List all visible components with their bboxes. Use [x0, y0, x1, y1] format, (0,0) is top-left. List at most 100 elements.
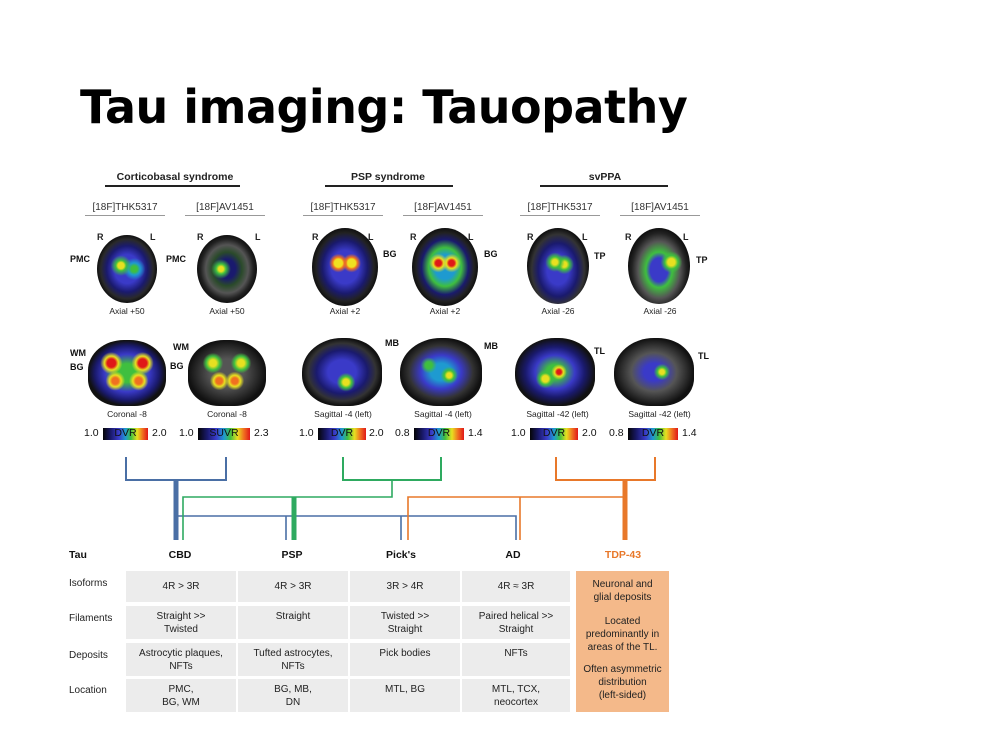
sagittal-brain-scan [515, 338, 595, 406]
tdp43-cell: Neuronal and glial deposits Located pred… [576, 571, 669, 712]
table-cell: BG, MB,DN [238, 679, 348, 712]
orientation-left-label: L [150, 232, 156, 242]
annotation-mb: MB [385, 338, 399, 348]
colorbar-label: SUVR [209, 427, 239, 439]
annotation-bg: BG [170, 361, 184, 371]
colorbar-min: 0.8 [395, 427, 410, 439]
table-cell: MTL, BG [350, 679, 460, 712]
colorbar-min: 1.0 [511, 427, 526, 439]
tracer-label: [18F]AV1451 [631, 202, 689, 213]
colorbar-label: DVR [330, 427, 354, 439]
group-label-corticobasal: Corticobasal syndrome [116, 171, 234, 183]
annotation-bg: BG [383, 249, 397, 259]
colorbar-label: DVR [114, 427, 137, 439]
table-cell: Astrocytic plaques,NFTs [126, 643, 236, 676]
column-header-tdp43: TDP-43 [604, 549, 642, 561]
table-cell: Paired helical >>Straight [462, 606, 570, 639]
table-cell: MTL, TCX,neocortex [462, 679, 570, 712]
colorbar-min: 1.0 [299, 427, 314, 439]
table-cell: Straight [238, 606, 348, 639]
colorbar [628, 428, 678, 440]
group-underline [105, 185, 240, 187]
colorbar [318, 428, 366, 440]
table-cell: Twisted >>Straight [350, 606, 460, 639]
axial-brain-scan [527, 228, 589, 304]
group-label-svppa: svPPA [588, 171, 622, 183]
colorbar-label: DVR [427, 427, 451, 439]
orientation-right-label: R [312, 232, 319, 242]
colorbar-max: 2.0 [582, 427, 597, 439]
table-cell: Pick bodies [350, 643, 460, 676]
colorbar-max: 2.0 [369, 427, 384, 439]
colorbar [103, 428, 148, 440]
annotation-tp: TP [696, 255, 708, 265]
annotation-tl: TL [698, 351, 709, 361]
column-header-picks: Pick's [386, 549, 416, 561]
sagittal-brain-scan [614, 338, 694, 406]
slice-caption: Coronal -8 [207, 409, 247, 419]
colorbar-min: 1.0 [84, 427, 99, 439]
axial-brain-scan [312, 228, 378, 306]
tracer-underline [303, 215, 383, 216]
tracer-underline [403, 215, 483, 216]
slice-caption: Coronal -8 [107, 409, 147, 419]
annotation-mb: MB [484, 341, 498, 351]
tracer-label: [18F]THK5317 [310, 202, 376, 213]
connector-tdp43 [555, 457, 656, 481]
axial-brain-scan [197, 235, 257, 303]
table-cell: Straight >>Twisted [126, 606, 236, 639]
connector-cbd [125, 457, 227, 481]
orientation-right-label: R [197, 232, 204, 242]
connector-psp [182, 480, 393, 540]
table-cell: PMC,BG, WM [126, 679, 236, 712]
orientation-right-label: R [410, 232, 417, 242]
colorbar-max: 1.4 [468, 427, 483, 439]
slice-caption: Sagittal -42 (left) [526, 409, 589, 419]
coronal-brain-scan [188, 340, 266, 406]
colorbar-label: DVR [641, 427, 665, 439]
table-cell: 4R > 3R [238, 571, 348, 602]
orientation-left-label: L [683, 232, 689, 242]
connector-cbd [176, 515, 517, 540]
connector-tdp43 [407, 496, 625, 540]
row-label-isoforms: Isoforms [69, 578, 108, 589]
colorbar [414, 428, 464, 440]
table-corner-label: Tau [69, 549, 87, 561]
annotation-pmc: PMC [70, 254, 90, 264]
coronal-brain-scan [88, 340, 166, 406]
table-cell: 3R > 4R [350, 571, 460, 602]
colorbar-min: 1.0 [179, 427, 194, 439]
axial-caption: Axial +50 [209, 306, 245, 316]
colorbar-min: 0.8 [609, 427, 624, 439]
annotation-pmc: PMC [166, 254, 186, 264]
colorbar [530, 428, 578, 440]
sagittal-brain-scan [302, 338, 382, 406]
colorbar [198, 428, 250, 440]
orientation-left-label: L [468, 232, 474, 242]
colorbar-label: DVR [542, 427, 566, 439]
colorbar-max: 1.4 [682, 427, 697, 439]
axial-brain-scan [97, 235, 157, 303]
tracer-label: [18F]AV1451 [196, 202, 254, 213]
orientation-left-label: L [255, 232, 261, 242]
tracer-label: [18F]AV1451 [414, 202, 472, 213]
tracer-label: [18F]THK5317 [527, 202, 593, 213]
column-header-cbd: CBD [168, 549, 192, 561]
annotation-tp: TP [594, 251, 606, 261]
slice-caption: Sagittal -4 (left) [314, 409, 372, 419]
slice-caption: Sagittal -4 (left) [414, 409, 472, 419]
tracer-underline [520, 215, 600, 216]
colorbar-max: 2.3 [254, 427, 269, 439]
orientation-right-label: R [625, 232, 632, 242]
column-header-psp: PSP [281, 549, 303, 561]
slice-caption: Sagittal -42 (left) [628, 409, 691, 419]
sagittal-brain-scan [400, 338, 482, 406]
group-label-psp: PSP syndrome [351, 171, 425, 183]
annotation-wm: WM [173, 342, 189, 352]
axial-brain-scan [412, 228, 478, 306]
slide-title: Tau imaging: Tauopathy [80, 80, 688, 134]
row-label-deposits: Deposits [69, 650, 108, 661]
row-label-location: Location [69, 685, 107, 696]
orientation-right-label: R [527, 232, 534, 242]
